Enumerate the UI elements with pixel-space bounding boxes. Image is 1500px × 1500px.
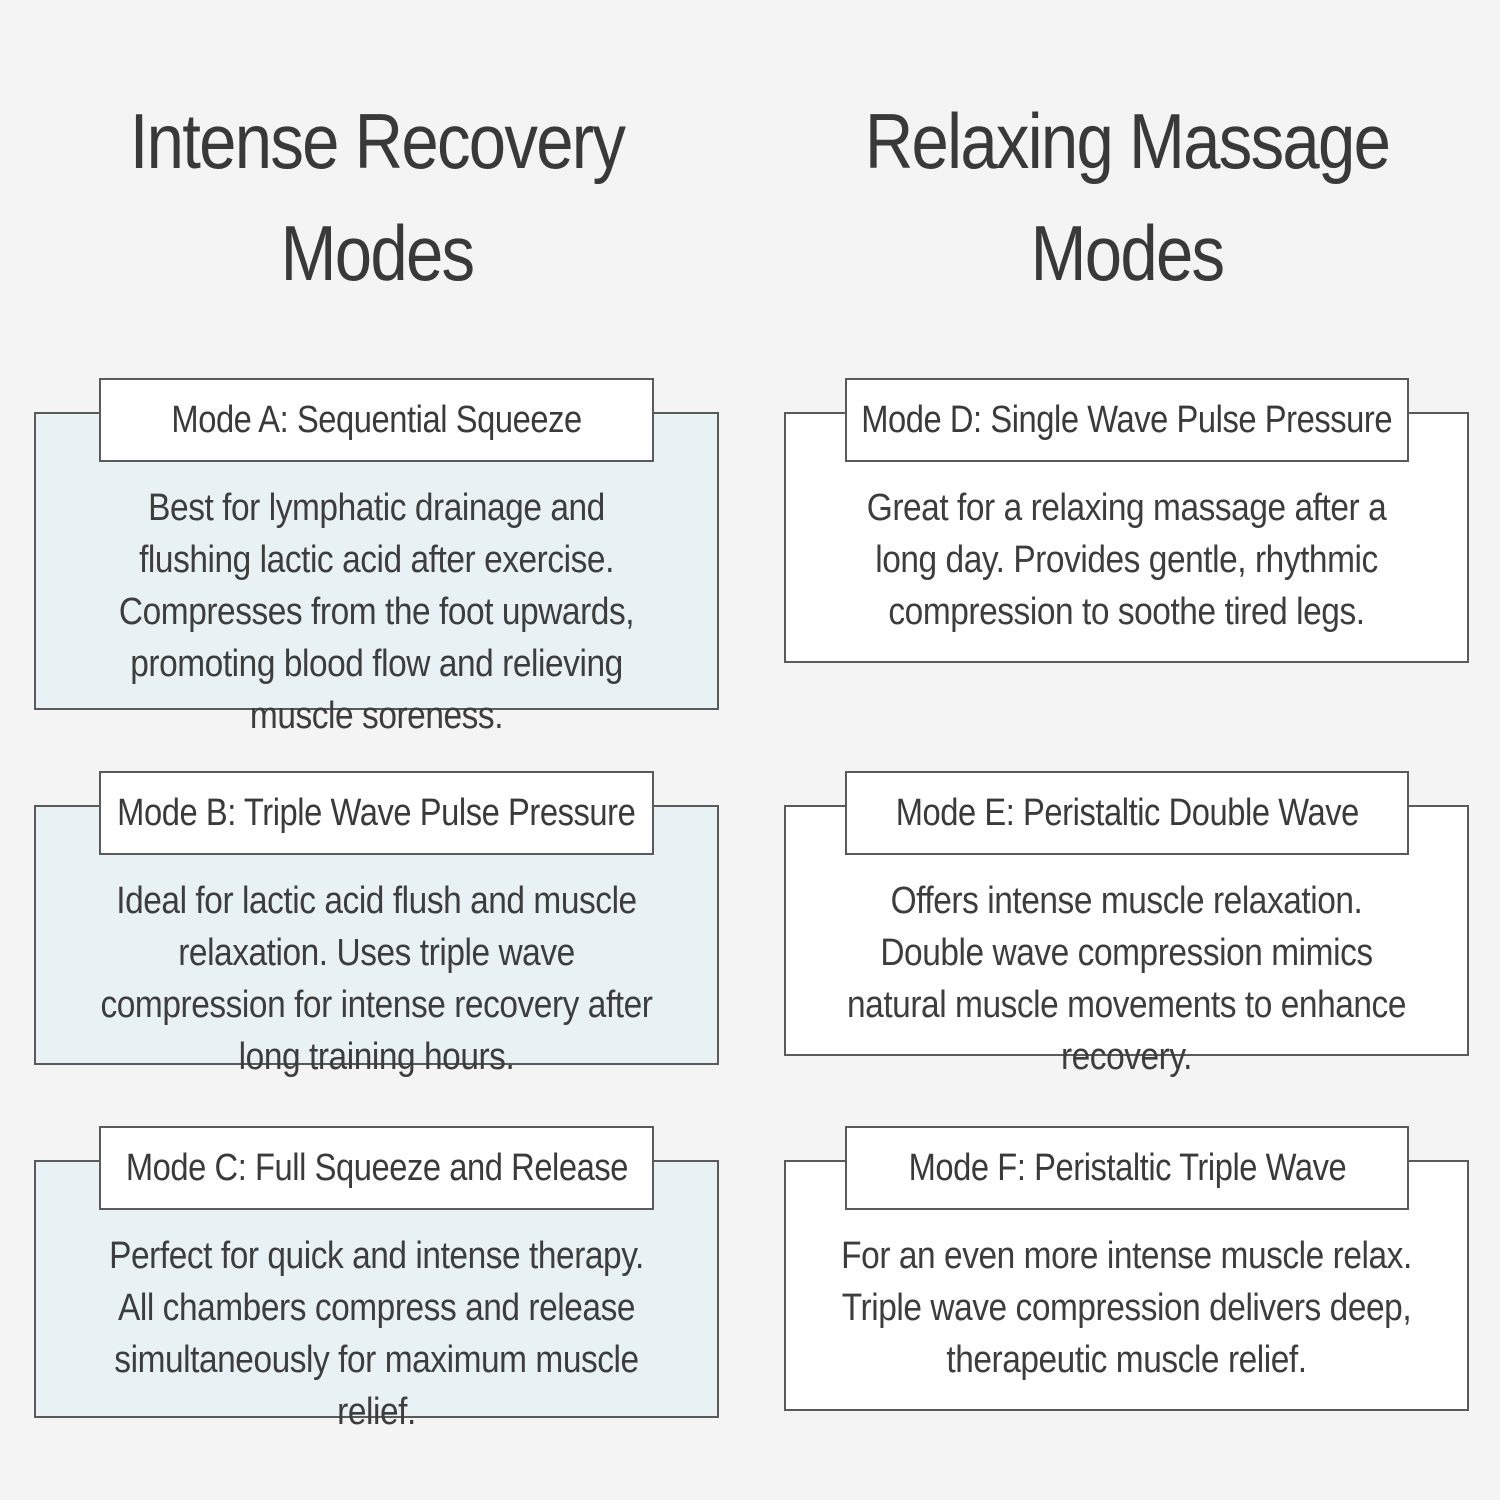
mode-d-description: Great for a relaxing massage after a lon… [866, 487, 1387, 633]
mode-a-description: Best for lymphatic drainage and flushing… [118, 487, 635, 737]
intense-recovery-heading: Intense Recovery Modes [76, 85, 678, 309]
relaxing-massage-heading: Relaxing Massage Modes [826, 85, 1428, 309]
heading-line-1: Intense Recovery [129, 97, 626, 185]
mode-b-label: Mode B: Triple Wave Pulse Pressure [99, 771, 654, 855]
mode-c-label: Mode C: Full Squeeze and Release [99, 1126, 654, 1210]
mode-e-description: Offers intense muscle relaxation. Double… [847, 880, 1406, 1078]
mode-f-description: For an even more intense muscle relax. T… [841, 1235, 1412, 1381]
mode-c-description: Perfect for quick and intense therapy. A… [109, 1235, 644, 1433]
mode-a-label: Mode A: Sequential Squeeze [99, 378, 654, 462]
mode-b-description: Ideal for lactic acid flush and muscle r… [100, 880, 653, 1078]
mode-d-label: Mode D: Single Wave Pulse Pressure [845, 378, 1409, 462]
heading-line-2: Modes [280, 209, 475, 297]
mode-f-label: Mode F: Peristaltic Triple Wave [845, 1126, 1409, 1210]
mode-e-label: Mode E: Peristaltic Double Wave [845, 771, 1409, 855]
heading-line-2: Modes [1030, 209, 1225, 297]
heading-line-1: Relaxing Massage [864, 97, 1391, 185]
